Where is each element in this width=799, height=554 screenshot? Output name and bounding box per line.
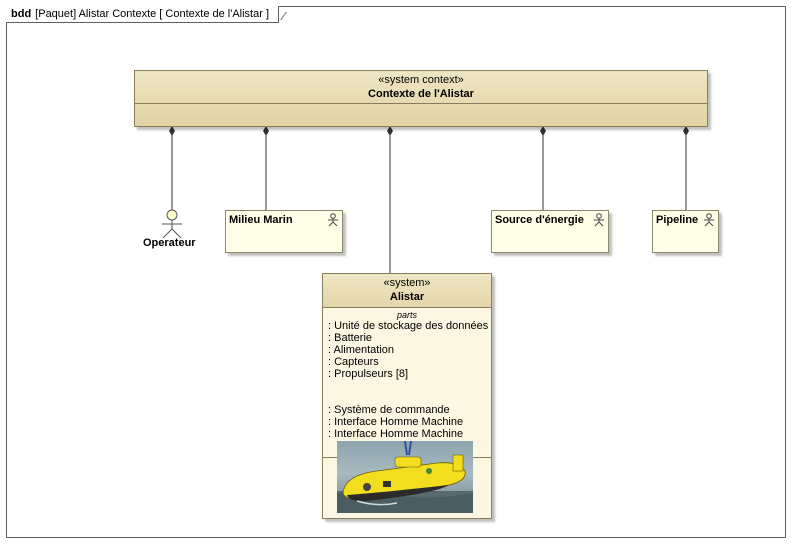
- parts-list-secondary: : Système de commande : Interface Homme …: [328, 404, 463, 440]
- system-context-block[interactable]: «system context» Contexte de l'Alistar: [134, 70, 708, 127]
- part-item: : Alimentation: [328, 344, 395, 356]
- actor-operateur-label: Operateur: [143, 237, 196, 249]
- block-pipeline[interactable]: Pipeline: [652, 210, 719, 253]
- context-stereotype: «system context»: [378, 74, 464, 86]
- part-item: : Batterie: [328, 332, 373, 344]
- system-stereotype: «system»: [383, 277, 431, 289]
- parts-compartment-title: parts: [396, 310, 417, 320]
- submarine-image: [337, 441, 473, 513]
- context-divider: [135, 103, 707, 104]
- part-item: : Propulseurs [8]: [328, 368, 409, 380]
- part-item: : Interface Homme Machine: [328, 428, 464, 440]
- actor-icon: [704, 213, 714, 227]
- composition-diamond: [169, 126, 175, 136]
- actor-icon: [328, 213, 338, 227]
- frame-kind: bdd: [11, 8, 32, 20]
- block-label: Milieu Marin: [229, 214, 293, 226]
- submarine-photo: [337, 441, 473, 513]
- actor-icon: [594, 213, 604, 227]
- block-label: Source d'énergie: [495, 214, 584, 226]
- parts-list: : Unité de stockage des données : Batter…: [328, 320, 488, 380]
- frame-header: bdd[Paquet] Alistar Contexte [ Contexte …: [6, 6, 287, 23]
- part-item: : Interface Homme Machine: [328, 416, 464, 428]
- composition-diamond: [387, 126, 393, 136]
- part-item: : Unité de stockage des données: [328, 320, 489, 332]
- actor-icon: [162, 209, 182, 239]
- part-item: : Système de commande: [328, 404, 450, 416]
- composition-diamond: [540, 126, 546, 136]
- system-block-header: «system» Alistar: [323, 274, 491, 308]
- composition-diamond: [263, 126, 269, 136]
- context-name: Contexte de l'Alistar: [368, 88, 474, 100]
- frame-title: [Paquet] Alistar Contexte [ Contexte de …: [35, 8, 270, 20]
- block-source-energie[interactable]: Source d'énergie: [491, 210, 609, 253]
- composition-diamond: [683, 126, 689, 136]
- system-name: Alistar: [389, 291, 425, 303]
- system-block-alistar[interactable]: «system» Alistar parts : Unité de stocka…: [322, 273, 492, 519]
- part-item: : Capteurs: [328, 356, 379, 368]
- block-label: Pipeline: [656, 214, 699, 226]
- block-milieu-marin[interactable]: Milieu Marin: [225, 210, 343, 253]
